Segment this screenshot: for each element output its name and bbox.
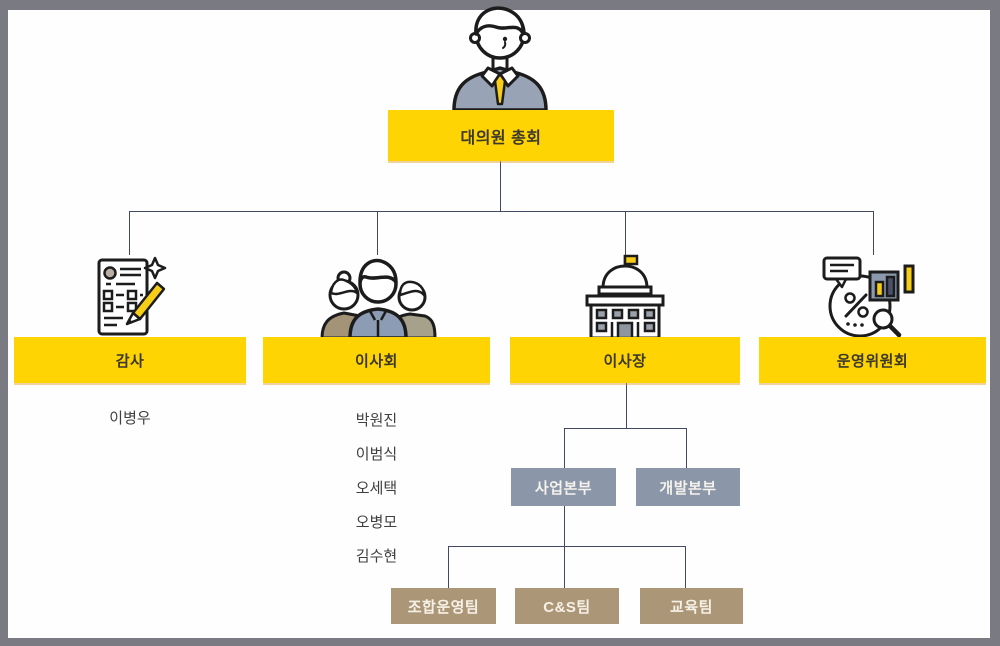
connector: [377, 211, 378, 255]
node-audit: 감사: [14, 337, 246, 383]
government-building-icon: [573, 254, 677, 338]
audit-checklist-icon: [85, 256, 175, 338]
node-coop-operations-team: 조합운영팀: [391, 588, 496, 624]
audit-member-name: 이병우: [109, 410, 151, 427]
node-label: 교육팀: [670, 598, 713, 616]
board-member-name: 이범식: [355, 446, 398, 463]
board-member-list: 박원진 이범식 오세택 오병모 김수현: [263, 404, 490, 574]
connector: [626, 383, 627, 428]
node-business-division: 사업본부: [511, 468, 616, 506]
node-label: 운영위원회: [836, 352, 909, 370]
connector: [625, 211, 626, 255]
node-label: 감사: [115, 352, 145, 370]
board-member-name: 오세택: [355, 480, 398, 497]
connector: [129, 211, 874, 212]
node-education-team: 교육팀: [640, 588, 743, 624]
node-label: 이사회: [355, 352, 398, 370]
connector: [686, 428, 687, 468]
node-label: 조합운영팀: [407, 598, 480, 616]
node-development-division: 개발본부: [636, 468, 740, 506]
connector: [500, 161, 501, 211]
connector: [448, 546, 686, 547]
analytics-review-icon: [820, 256, 932, 338]
board-members-icon: [314, 258, 442, 338]
node-general-assembly: 대의원 총회: [388, 110, 614, 161]
node-label: 대의원 총회: [460, 129, 542, 147]
connector: [564, 506, 565, 546]
node-label: 이사장: [603, 352, 647, 370]
chairman-person-icon: [448, 4, 552, 110]
connector: [685, 546, 686, 588]
node-label: 사업본부: [534, 479, 593, 497]
node-steering-committee: 운영위원회: [759, 337, 986, 383]
connector: [564, 428, 687, 429]
connector: [564, 428, 565, 468]
node-label: C&S팀: [543, 598, 591, 616]
node-chairman: 이사장: [510, 337, 740, 383]
connector: [129, 211, 130, 255]
board-member-name: 오병모: [355, 514, 398, 531]
board-member-name: 김수현: [355, 548, 398, 565]
connector: [873, 211, 874, 255]
node-board: 이사회: [263, 337, 490, 383]
board-member-name: 박원진: [355, 412, 398, 429]
connector: [448, 546, 449, 588]
connector: [564, 546, 565, 588]
node-label: 개발본부: [659, 479, 717, 497]
node-cs-team: C&S팀: [515, 588, 619, 624]
